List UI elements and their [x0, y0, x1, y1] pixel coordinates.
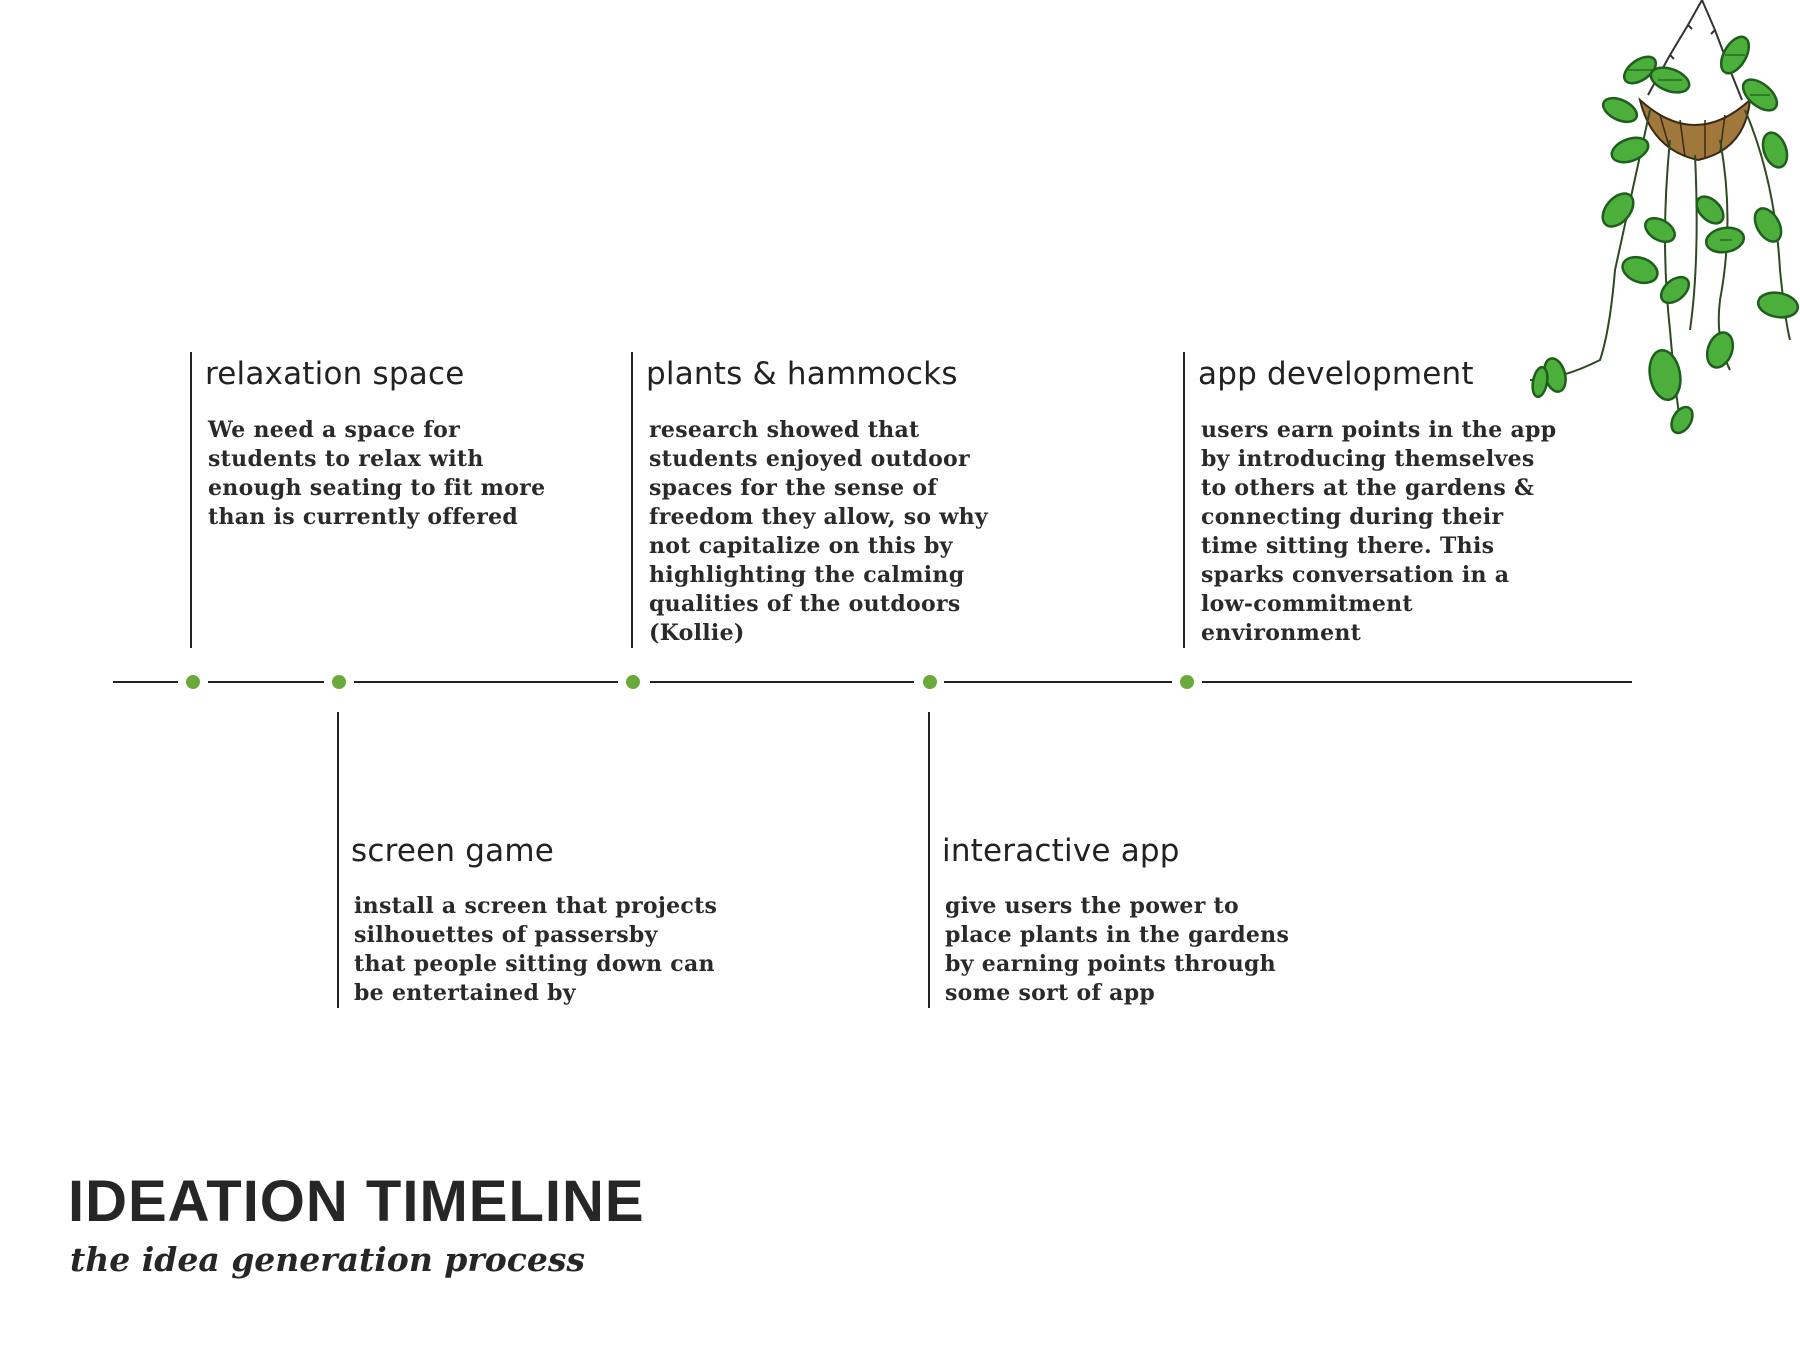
connector-line	[337, 712, 339, 1008]
timeline-dot	[186, 675, 200, 689]
page-subtitle: the idea generation process	[70, 1240, 586, 1279]
timeline-dot	[626, 675, 640, 689]
idea-description: We need a space for students to relax wi…	[208, 417, 546, 530]
timeline-dot	[1180, 675, 1194, 689]
idea-heading: plants & hammocks	[646, 356, 958, 392]
idea-description: give users the power to place plants in …	[945, 893, 1290, 1006]
timeline-dot	[923, 675, 937, 689]
hanging-plant-icon	[1529, 0, 1800, 435]
idea-heading: app development	[1198, 356, 1474, 392]
idea-heading: relaxation space	[205, 356, 465, 392]
idea-description: install a screen that projects silhouett…	[354, 893, 718, 1006]
connector-line	[190, 352, 192, 648]
idea-description: users earn points in the app by introduc…	[1201, 417, 1557, 646]
idea-description: research showed that students enjoyed ou…	[649, 417, 988, 646]
connector-line	[631, 352, 633, 648]
connector-line	[928, 712, 930, 1008]
idea-heading: interactive app	[942, 833, 1180, 869]
page-title: IDEATION TIMELINE	[68, 1169, 645, 1234]
connector-line	[1183, 352, 1185, 648]
timeline-dot	[332, 675, 346, 689]
idea-heading: screen game	[351, 833, 555, 869]
